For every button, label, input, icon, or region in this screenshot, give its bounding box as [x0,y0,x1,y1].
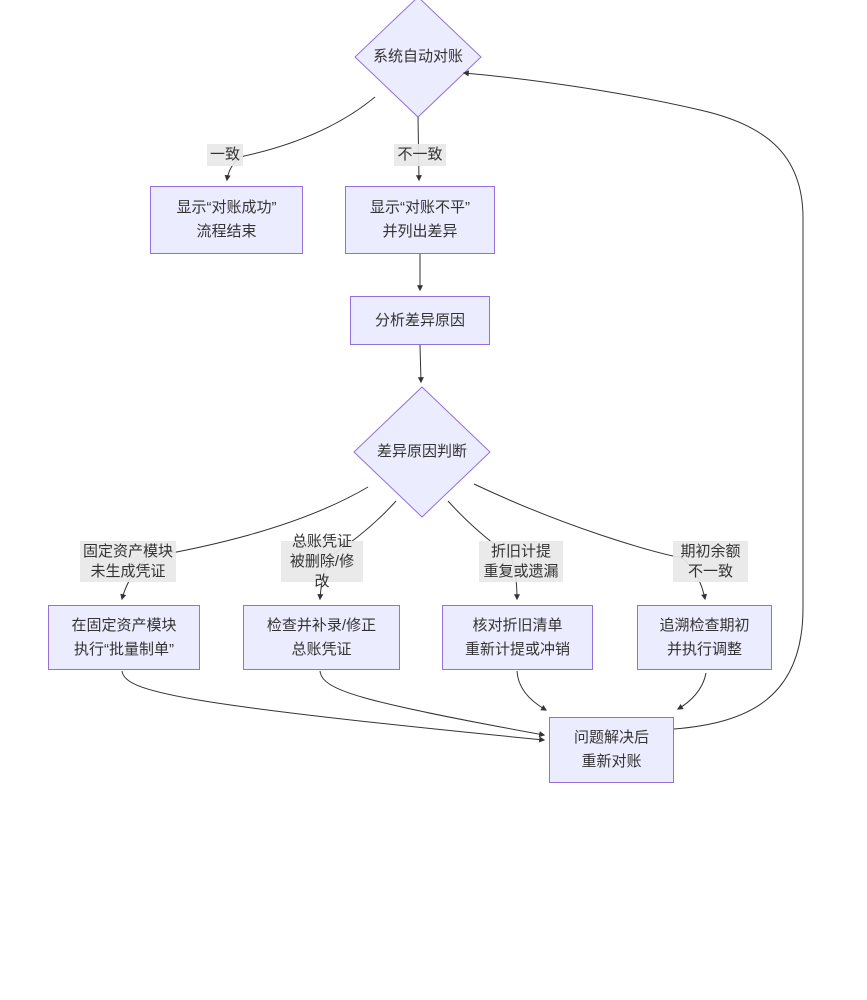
edge-label-cause-depreciation: 折旧计提 重复或遗漏 [479,541,563,582]
node-retry-reconcile: 问题解决后 重新对账 [549,717,674,783]
edge-retry-to-start [462,70,804,730]
edge-match-to-success [224,96,376,182]
node-opening-balance-action: 追溯检查期初 并执行调整 [637,605,772,670]
edge-depreciation-to-retry [516,670,548,711]
node-reconcile-success: 显示“对账成功” 流程结束 [150,186,303,254]
node-cause-decision: 差异原因判断 [376,443,467,460]
cause-decision-diamond-shape [353,386,491,518]
node-fixed-asset-action: 在固定资产模块 执行“批量制单” [48,605,200,670]
node-reconcile-unbalanced: 显示“对账不平” 并列出差异 [345,186,495,254]
edge-label-cause-fixed-asset: 固定资产模块 未生成凭证 [80,541,176,582]
edge-fixed-asset-to-retry [121,670,546,743]
edge-analyze-to-judge [417,344,424,384]
edge-ledger-to-retry [319,670,546,738]
edge-label-cause-opening: 期初余额 不一致 [673,541,748,582]
node-ledger-action: 检查并补录/修正 总账凭证 [243,605,400,670]
node-start-decision: 系统自动对账 [372,48,463,65]
edge-label-cause-ledger: 总账凭证 被删除/修改 [281,533,363,590]
edge-label-match: 一致 [207,144,244,166]
edge-label-mismatch: 不一致 [394,144,446,166]
node-analyze-differences: 分析差异原因 [350,296,490,345]
node-depreciation-action: 核对折旧清单 重新计提或冲销 [442,605,593,670]
edge-opening-to-retry [676,672,707,710]
